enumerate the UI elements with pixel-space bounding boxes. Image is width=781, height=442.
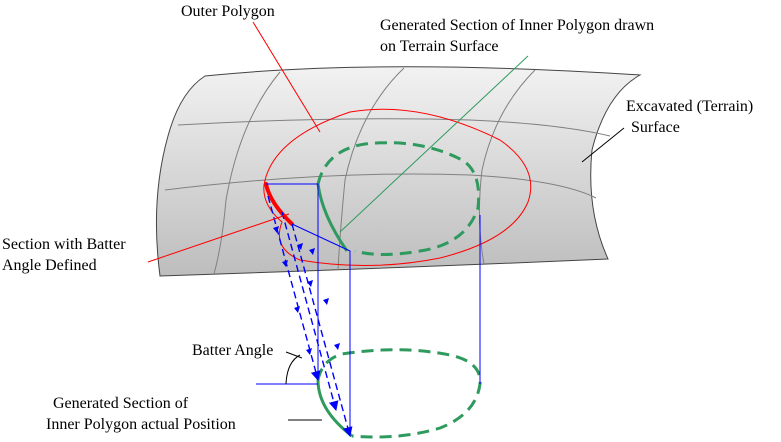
- batter-section-segment: [264, 182, 294, 226]
- arrowhead: [273, 226, 279, 233]
- leader-batter-angle: [285, 351, 303, 359]
- leader-generated-section-surface: [339, 55, 529, 233]
- batter-arrow: [291, 223, 353, 437]
- inner-polygon-surface: [316, 141, 481, 256]
- arrowhead: [307, 280, 313, 287]
- arrowhead: [297, 243, 303, 250]
- leader-outer-polygon: [252, 21, 321, 133]
- label-excavated-surface-line1: Excavated (Terrain): [626, 98, 753, 115]
- label-batter-section-line1: Section with Batter: [2, 236, 126, 253]
- batter-arrow: [281, 211, 339, 411]
- terrain-surface: [155, 66, 642, 277]
- arrowhead: [309, 248, 315, 255]
- terrain-grid: [164, 67, 611, 275]
- leader-lines: [147, 21, 625, 421]
- batter-angle-arc: [285, 354, 301, 385]
- arrowhead: [294, 306, 300, 313]
- arrowhead: [306, 348, 312, 355]
- label-actual-position-line1: Generated Section of: [53, 395, 189, 412]
- construction-lines: [266, 183, 481, 436]
- inner-polygon-actual: [316, 348, 482, 439]
- construction-outline-top: [266, 183, 319, 380]
- label-batter-section-line2: Angle Defined: [2, 257, 97, 274]
- label-actual-position-line2: Inner Polygon actual Position: [46, 416, 236, 433]
- arrowhead: [323, 298, 329, 305]
- inner-polygon-surface-solid-section: [316, 183, 349, 252]
- leader-excavated-surface: [581, 127, 625, 163]
- leader-batter-section: [147, 213, 290, 263]
- label-outer-polygon: Outer Polygon: [181, 3, 275, 20]
- terrain-grid-line: [164, 173, 597, 199]
- labels: Outer Polygon Generated Section of Inner…: [2, 3, 753, 433]
- terrain-grid-line: [177, 118, 611, 137]
- label-batter-angle: Batter Angle: [192, 342, 273, 359]
- label-generated-section-surface-line2: on Terrain Surface: [380, 38, 499, 55]
- arrowhead: [282, 260, 288, 267]
- arrowhead: [334, 343, 340, 350]
- terrain-grid-line: [337, 67, 405, 271]
- batter-arrowheads: [273, 226, 340, 355]
- terrain-grid-line: [213, 71, 281, 275]
- label-generated-section-surface-line1: Generated Section of Inner Polygon drawn: [380, 17, 654, 34]
- label-excavated-surface-line2: Surface: [631, 119, 680, 136]
- construction-outline-bottom: [291, 223, 351, 436]
